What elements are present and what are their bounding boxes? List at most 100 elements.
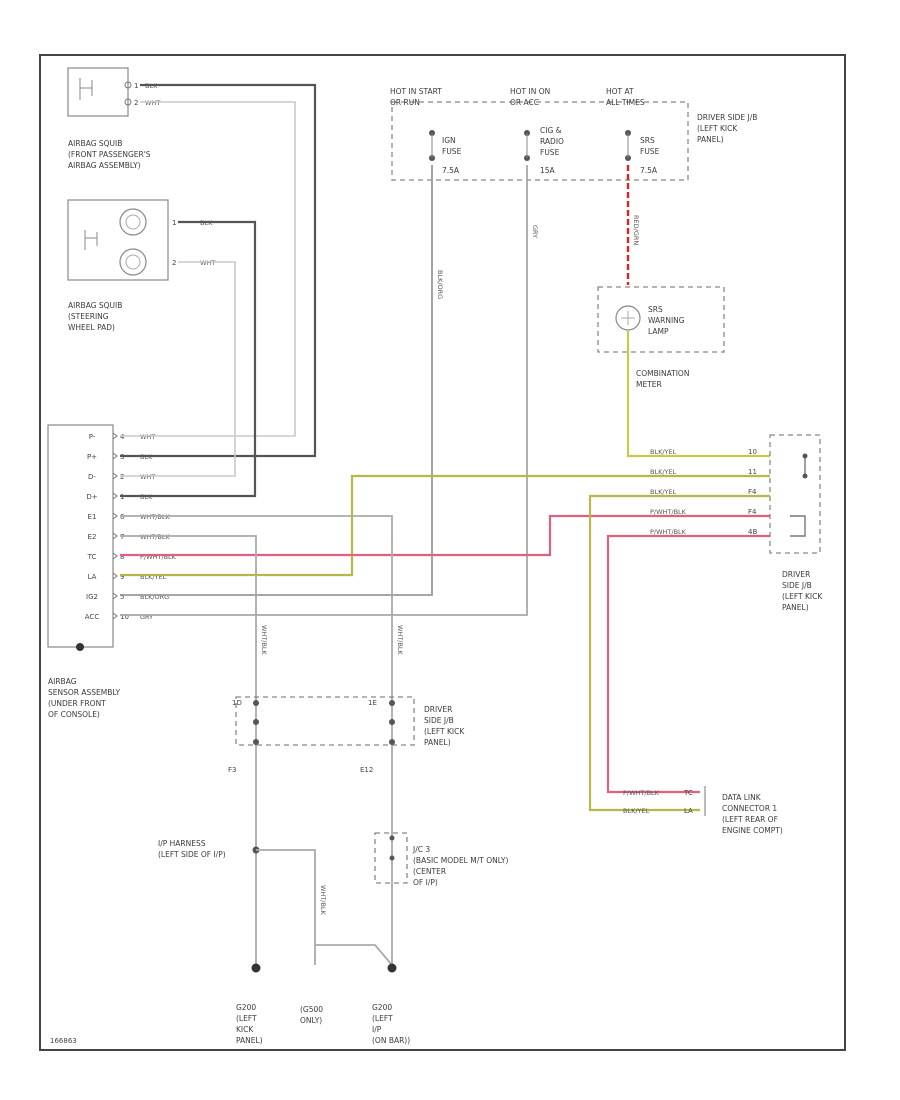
sensor-wire-color: WHT [140,473,155,481]
sensor-pin-name: E1 [88,513,97,521]
cig-wire-label: GRY [531,225,539,238]
sensor-pin-name: ACC [85,613,100,621]
diagram-id: 166863 [50,1037,77,1045]
sensor-wire-color: WHT/BLK [140,513,171,521]
squib-symbol-icon [79,78,93,100]
sensor-pin-number: 5 [120,593,124,601]
sensor-wire-color: BLK/YEL [140,573,167,581]
sensor-assembly-box [47,424,114,648]
sensor-ground-dot [76,643,84,651]
squib-symbol-2-icon [84,230,98,250]
st-squib-wire2: WHT [200,259,215,267]
dlc-pin-tc: TC [683,789,693,797]
lamp-filament-icon [621,311,635,325]
sensor-pin-number: 2 [120,473,124,481]
steering-squib-box [67,199,169,281]
jb-right-wire-color: P/WHT/BLK [650,528,687,536]
fuse-cig-amps: 15A [540,166,556,175]
sensor-pin-name: D+ [86,493,97,501]
sensor-wire-color: WHT [140,433,155,441]
squib-pin1 [124,81,132,89]
dlc-wire-la: BLK/YEL [623,807,650,815]
driver-jb-mid-box [235,696,415,746]
tc-pnk-wire [120,514,770,557]
sensor-wire-color: WHT/BLK [140,533,171,541]
front-passenger-squib-box [67,67,129,117]
sensor-pin-name: D- [88,473,96,481]
pin-arrow-icon [112,452,118,460]
jb-right-wire-color: BLK/YEL [650,468,677,476]
conn-code-f3: F3 [228,766,236,774]
sensor-pin-number: 8 [120,553,124,561]
la-blkylw-wire [120,474,770,577]
sensor-pin-name: P- [89,433,96,441]
srs-wire-label: RED/GRN [632,215,640,245]
sensor-pin-name: E2 [88,533,97,541]
pin-arrow-icon [112,612,118,620]
pin-arrow-icon [112,512,118,520]
jb-mid-dot2 [253,719,259,725]
pin-arrow-icon [112,472,118,480]
pin-arrow-icon [112,532,118,540]
driver-jb-top-box [391,101,689,181]
combination-meter-box [597,286,725,353]
jb-right-pin-number: F4 [748,488,757,496]
ip-harness-label: I/P HARNESS(LEFT SIDE OF I/P) [158,839,226,859]
dlc-pin-la: LA [684,807,693,815]
pin-arrow-icon [112,592,118,600]
squib-pin2 [124,98,132,106]
jb-right-wire-color: BLK/YEL [650,448,677,456]
e1-whtblk-wire [120,515,393,965]
st-squib-pin1: 1 [172,219,176,227]
sensor-pin-name: P+ [87,453,97,461]
jb-mid-dot6 [389,739,395,745]
fp-squib-blk-wire [120,83,317,458]
fuse-srs-amps: 7.5A [640,166,658,175]
jc3-dot1 [389,835,395,841]
sensor-pin-number: 9 [120,573,124,581]
jb-right-dot2 [802,473,808,479]
st-squib-wht-wire [120,261,236,477]
dlc-wire-tc: P/WHT/BLK [623,789,660,797]
jb-mid-dot4 [389,700,395,706]
jb-right-pin-number: F4 [748,508,757,516]
sensor-wire-color: GRY [140,613,153,621]
pin-arrow-icon [112,552,118,560]
sensor-pin-la: LA 9 BLK/YEL [88,572,167,581]
sensor-wire-color: BLK/ORG [140,593,169,601]
jc3-box [374,832,408,884]
jb-right-pin-number: 10 [748,448,757,456]
st-squib-blk-wire [120,220,257,498]
sensor-pin-name: TC [87,553,97,561]
sensor-pin-name: LA [88,573,97,581]
jb-right-dot1 [802,453,808,459]
g200-left-kick-ground [251,963,261,973]
jc3-dot2 [389,855,395,861]
fp-squib-pin2: 2 [134,99,138,107]
g200-left-ip-ground [387,963,397,973]
sensor-pin-tc: TC 8 P/WHT/BLK [87,552,177,561]
ign-wire-label: BLK/ORG [436,270,444,299]
sensor-wire-color: P/WHT/BLK [140,553,177,561]
g500-wire-label: WHT/BLK [319,885,327,916]
spiral-inner-top [125,214,141,230]
jb-right-wire-color: BLK/YEL [650,488,677,496]
